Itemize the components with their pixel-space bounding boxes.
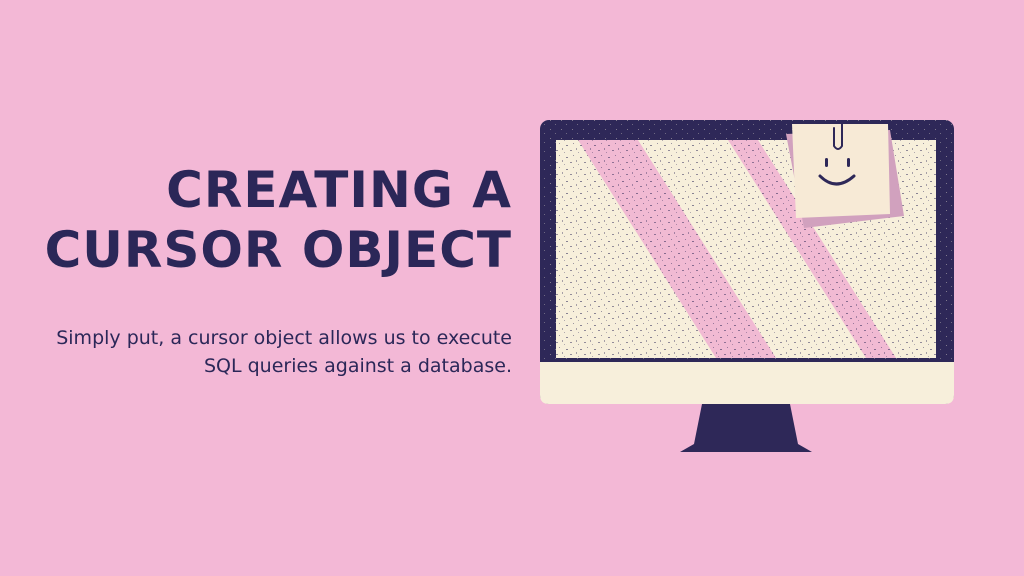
monitor-stand bbox=[680, 394, 812, 452]
title-line-2: CURSOR OBJECT bbox=[44, 221, 512, 279]
desktop-monitor-icon bbox=[540, 120, 954, 452]
slide-description: Simply put, a cursor object allows us to… bbox=[56, 327, 512, 377]
monitor-chin bbox=[540, 362, 954, 404]
slide-title: CREATING A CURSOR OBJECT bbox=[45, 160, 512, 280]
paper-clip-icon bbox=[833, 121, 843, 150]
title-line-1: CREATING A bbox=[166, 161, 512, 219]
smiley-sticky-note-icon bbox=[786, 121, 904, 228]
